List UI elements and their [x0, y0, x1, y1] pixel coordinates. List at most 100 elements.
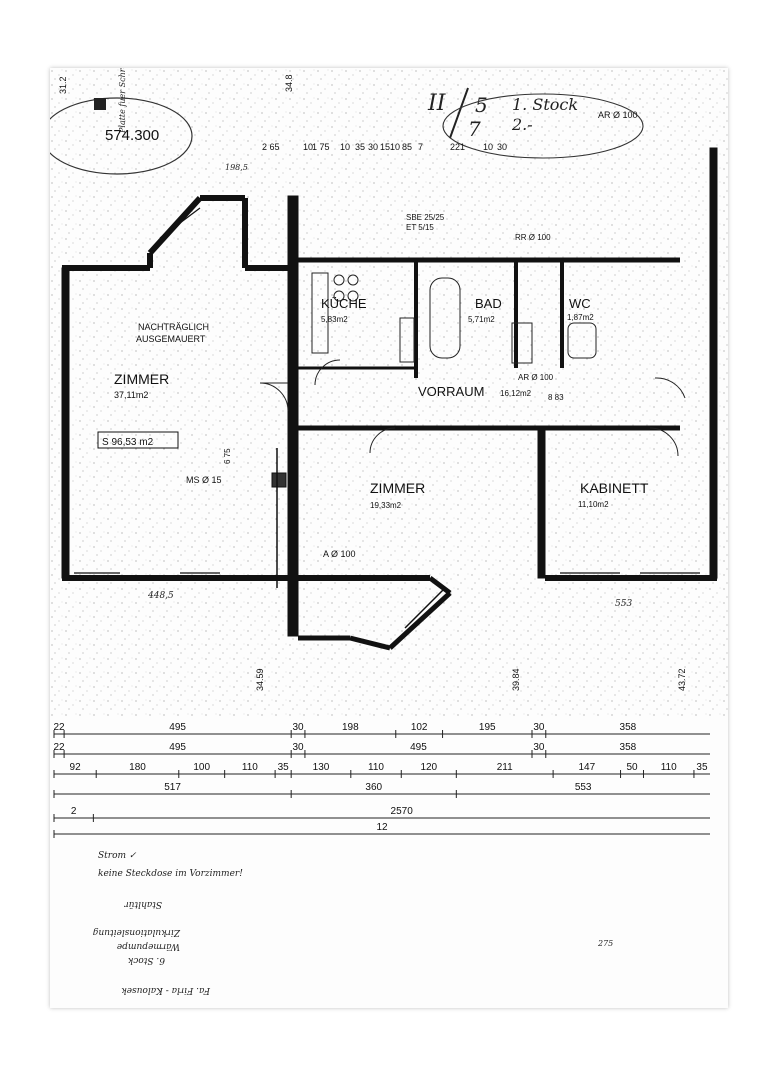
total-area: S 96,53 m2 [102, 437, 154, 448]
floor-line1: 1. Stock [512, 95, 578, 114]
a-label: A Ø 100 [323, 549, 356, 559]
dim-553: 553 [615, 599, 632, 609]
dimension-value: 495 [410, 742, 427, 753]
wall-height-left: 34.59 [255, 668, 265, 691]
top-dim-label: 15 [380, 142, 390, 152]
side-note: 275 [597, 939, 613, 948]
room-name: ZIMMER [114, 371, 169, 387]
stamp-mark [94, 98, 106, 110]
dimension-value: 198 [342, 722, 359, 733]
hand-note-left: Platte fuer Schrank [118, 68, 127, 134]
hand-line6: 6. Stock [128, 955, 165, 965]
room-labels: ZIMMER 37,11m2 KÜCHE 5,83m2 BAD 5,71m2 W… [114, 296, 649, 510]
shower [511, 322, 533, 364]
door-swings [259, 359, 686, 457]
sbe-label: ET 5/15 [406, 223, 434, 232]
floor-plan-drawing: 574.300 II 5 7 1. Stock 2.- AR Ø 100 31.… [50, 68, 728, 995]
toilet [567, 322, 597, 359]
walls [61, 147, 718, 651]
room-area: 1,87m2 [567, 313, 594, 322]
hand-line3: Stahltür [124, 899, 162, 909]
dimension-value: 22 [53, 722, 65, 733]
dimension-value: 180 [129, 762, 146, 773]
floor-line2: 2.- [511, 115, 533, 134]
dim-1985: 198,5 [225, 163, 248, 172]
fraction-top: II [427, 91, 447, 116]
sbe-label: SBE 25/25 [406, 213, 445, 222]
dimension-value: 211 [497, 762, 513, 773]
room-name: WC [569, 296, 591, 311]
dimension-value: 110 [242, 762, 258, 773]
room-area: 5,83m2 [321, 315, 348, 324]
wall-height-mid: 39.84 [511, 668, 521, 691]
rr-label: RR Ø 100 [515, 233, 551, 242]
dimension-value: 2570 [391, 806, 414, 817]
annotation-text: NACHTRÄGLICH [138, 322, 209, 332]
dimension-value: 110 [368, 762, 384, 773]
dim-883: 8 83 [548, 393, 564, 402]
dimension-value: 92 [70, 762, 82, 773]
handwritten-notes: Strom ✓ keine Steckdose im Vorzimmer! St… [92, 851, 613, 995]
dimension-value: 360 [365, 782, 382, 793]
scan-texture [50, 68, 728, 718]
fixtures [311, 272, 597, 364]
wall-heights: 34.59 39.84 43.72 [255, 668, 687, 691]
ar-label: AR Ø 100 [598, 110, 638, 120]
top-dim-label: 35 [355, 142, 365, 152]
ms-label: MS Ø 15 [186, 475, 222, 485]
top-dim-label: 10 [390, 142, 400, 152]
room-area: 16,12m2 [500, 389, 532, 398]
dimension-value: 30 [533, 742, 545, 753]
top-dim-label: 221 [450, 142, 465, 152]
top-dim-label: 1 75 [312, 142, 330, 152]
dimension-value: 120 [420, 762, 437, 773]
fraction-bottom: 7 [468, 117, 481, 141]
dimension-value: 517 [164, 782, 181, 793]
annotations: NACHTRÄGLICH AUSGEMAUERT S 96,53 m2 MS Ø… [97, 163, 632, 609]
stamp-oval [50, 97, 193, 175]
dimension-value: 35 [278, 762, 290, 773]
hand-line1: Strom ✓ [98, 851, 137, 861]
hand-line7: Fa. Firla - Kalousek [121, 985, 211, 995]
room-area: 37,11m2 [114, 390, 148, 400]
stove [399, 317, 415, 363]
top-dim-label: 2 65 [262, 142, 280, 152]
dimension-value: 12 [376, 822, 388, 833]
ar-bottom-label: AR Ø 100 [518, 373, 554, 382]
dimension-value: 110 [661, 762, 677, 773]
dimension-value: 22 [53, 742, 65, 753]
hand-line4: Zirkulationsleitung [92, 927, 181, 937]
fraction-mid: 5 [475, 93, 488, 117]
dimension-value: 100 [193, 762, 210, 773]
dimension-value: 147 [578, 762, 595, 773]
stamp-number: 574.300 [105, 127, 159, 144]
header-block: 574.300 II 5 7 1. Stock 2.- AR Ø 100 31.… [50, 74, 644, 175]
dimension-value: 50 [626, 762, 638, 773]
dimension-value: 30 [533, 722, 545, 733]
hand-line5: Wärmepumpe [117, 941, 180, 951]
dimension-value: 30 [292, 722, 304, 733]
dimension-value: 102 [411, 722, 428, 733]
top-dim-label: 10 [340, 142, 350, 152]
dim-4485: 448,5 [147, 591, 174, 601]
dimension-value: 130 [313, 762, 330, 773]
room-name: ZIMMER [370, 480, 425, 496]
dimension-value: 195 [479, 722, 496, 733]
dimension-value: 495 [169, 742, 186, 753]
top-dim-label: 30 [368, 142, 378, 152]
dimension-value: 35 [696, 762, 708, 773]
wall-height-right: 43.72 [677, 668, 687, 691]
hand-line2: keine Steckdose im Vorzimmer! [98, 869, 243, 879]
left-dim2: 34.8 [284, 74, 294, 92]
dim-675: 6 75 [223, 448, 232, 464]
left-dim: 31.2 [58, 76, 68, 94]
room-name: BAD [475, 296, 502, 311]
dimension-value: 358 [620, 742, 637, 753]
room-area: 5,71m2 [468, 315, 495, 324]
top-dim-label: 10 [483, 142, 493, 152]
floor-plan-sheet: 574.300 II 5 7 1. Stock 2.- AR Ø 100 31.… [50, 68, 728, 1008]
room-name: KABINETT [580, 480, 649, 496]
dimension-value: 2 [71, 806, 77, 817]
room-area: 19,33m2 [370, 501, 402, 510]
